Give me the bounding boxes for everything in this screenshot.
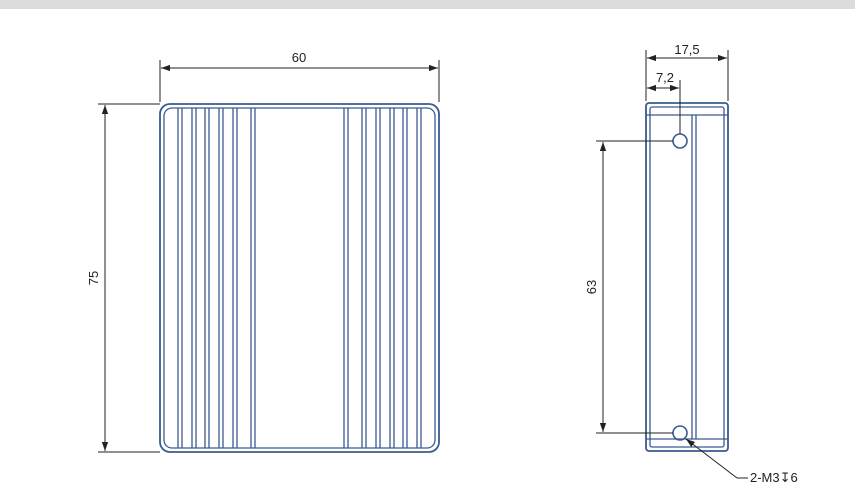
side-depth-label: 17,5 bbox=[674, 42, 699, 57]
hole-offset-label: 7,2 bbox=[656, 70, 674, 85]
left-ribs bbox=[177, 108, 256, 448]
front-inner-outline bbox=[163, 107, 436, 449]
front-width-dimension bbox=[159, 60, 440, 102]
front-view bbox=[159, 103, 440, 453]
side-inner-outline bbox=[649, 106, 725, 448]
hole-callout-label: 2-M3↧6 bbox=[750, 470, 798, 485]
hole-callout-leader bbox=[685, 438, 748, 479]
mount-hole-bottom bbox=[672, 425, 688, 441]
right-ribs bbox=[343, 108, 422, 448]
front-outline bbox=[159, 103, 440, 453]
mount-hole-top bbox=[672, 133, 688, 149]
side-view bbox=[645, 102, 729, 452]
front-width-label: 60 bbox=[292, 50, 306, 65]
hole-offset-dimension bbox=[647, 80, 681, 134]
front-height-dimension bbox=[98, 103, 160, 453]
top-bar bbox=[0, 0, 855, 9]
side-depth-dimension bbox=[645, 50, 729, 101]
side-outline bbox=[645, 102, 729, 452]
front-height-label: 75 bbox=[86, 271, 101, 285]
hole-spacing-dimension bbox=[596, 140, 673, 434]
hole-spacing-label: 63 bbox=[584, 280, 599, 294]
